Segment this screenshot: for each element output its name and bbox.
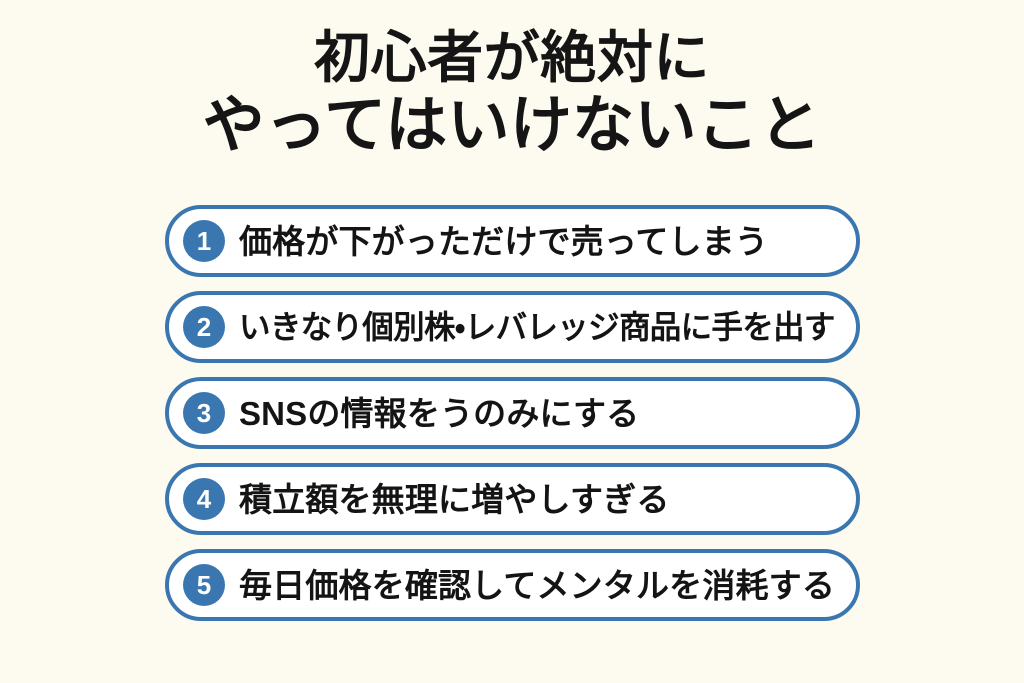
list-item-label: 毎日価格を確認してメンタルを消耗する bbox=[239, 566, 835, 604]
page-title: 初心者が絶対に やってはいけないこと bbox=[0, 28, 1024, 159]
list-item[interactable]: 5 毎日価格を確認してメンタルを消耗する bbox=[165, 549, 860, 621]
list-item-number-badge: 3 bbox=[183, 392, 225, 434]
list-item[interactable]: 2 いきなり個別株・レバレッジ商品に手を出す bbox=[165, 291, 860, 363]
list-item-label: いきなり個別株・レバレッジ商品に手を出す bbox=[239, 309, 835, 345]
list-item-label: 価格が下がっただけで売ってしまう bbox=[239, 222, 768, 260]
list-item-label: 積立額を無理に増やしすぎる bbox=[239, 480, 670, 518]
list-item[interactable]: 3 SNSの情報をうのみにする bbox=[165, 377, 860, 449]
list-item-number-badge: 4 bbox=[183, 478, 225, 520]
list-item[interactable]: 4 積立額を無理に増やしすぎる bbox=[165, 463, 860, 535]
list-item-number-badge: 1 bbox=[183, 220, 225, 262]
warning-list: 1 価格が下がっただけで売ってしまう 2 いきなり個別株・レバレッジ商品に手を出… bbox=[165, 205, 860, 621]
list-item-label: SNSの情報をうのみにする bbox=[239, 394, 640, 432]
list-item-number-badge: 2 bbox=[183, 306, 225, 348]
list-item-number-badge: 5 bbox=[183, 564, 225, 606]
title-line-1: 初心者が絶対に bbox=[314, 26, 710, 89]
list-item[interactable]: 1 価格が下がっただけで売ってしまう bbox=[165, 205, 860, 277]
title-line-2: やってはいけないこと bbox=[202, 91, 822, 161]
